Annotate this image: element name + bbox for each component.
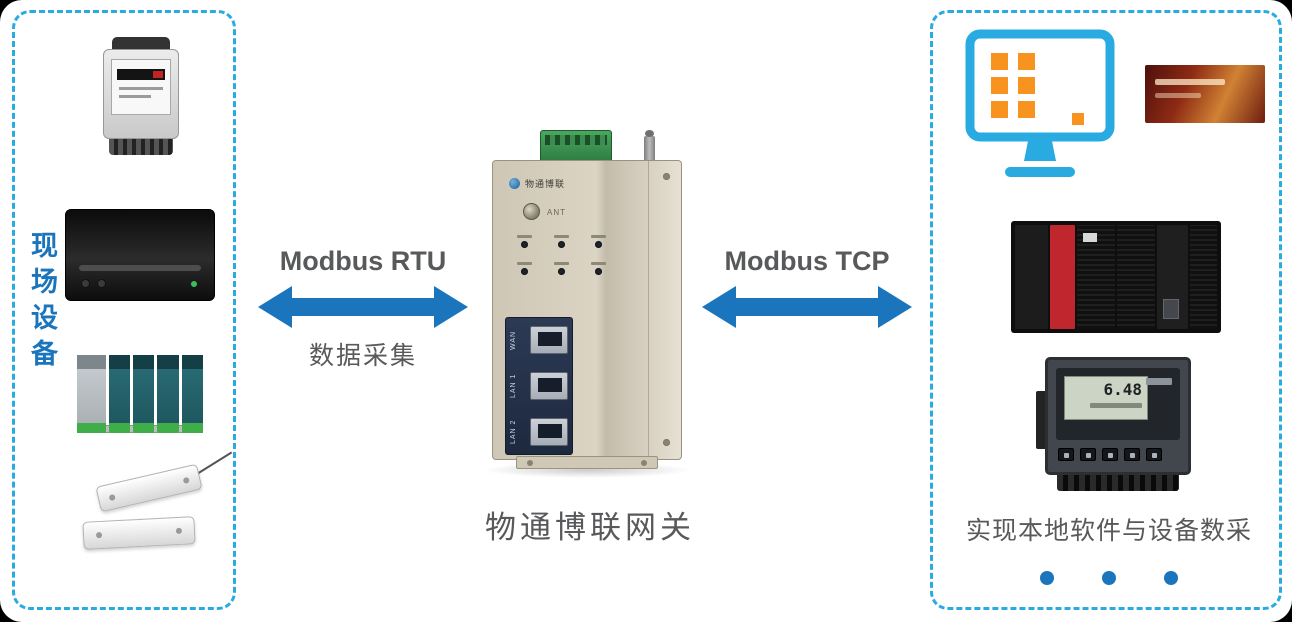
gateway-flange xyxy=(516,456,658,469)
dot xyxy=(1164,571,1178,585)
plc-label-chip xyxy=(1082,233,1097,242)
controller-button xyxy=(1102,448,1118,461)
right-panel-caption: 实现本地软件与设备数采 xyxy=(965,517,1252,545)
dot xyxy=(1102,571,1116,585)
antenna-connector xyxy=(644,130,655,162)
monitor-dashboard-icon xyxy=(965,29,1115,177)
controller-body: 6.48 xyxy=(1045,357,1191,475)
gateway-body: 物通博联 ANT WAN LAN 1 xyxy=(492,160,682,460)
meter-counter-display xyxy=(117,69,165,80)
dvr-body xyxy=(65,209,215,301)
modbus-rtu-label: Modbus RTU xyxy=(279,246,447,276)
gateway-logo: 物通博联 xyxy=(509,177,565,190)
ethernet-port-panel: WAN LAN 1 LAN 2 xyxy=(505,317,573,455)
controller-buttons xyxy=(1058,448,1162,461)
modbus-tcp-label: Modbus TCP xyxy=(724,246,890,276)
controller-button xyxy=(1146,448,1162,461)
plc-module xyxy=(1076,225,1115,329)
plc-power-module xyxy=(77,355,106,433)
ellipsis-dots xyxy=(933,571,1285,585)
rj45-port-icon xyxy=(530,326,568,354)
local-software-panel: 6.48 实现本地软件与设备数采 xyxy=(930,10,1282,610)
siemens-plc-image xyxy=(77,343,204,433)
field-devices-label: 现场设备 xyxy=(27,231,57,375)
led-dot xyxy=(595,241,602,248)
controller-terminal-pins xyxy=(1057,475,1179,491)
plc-module xyxy=(133,355,155,433)
wan-port: WAN xyxy=(510,323,570,357)
double-arrow-icon xyxy=(258,286,468,328)
lcd-display: 6.48 xyxy=(1064,376,1148,420)
screw-icon xyxy=(663,439,670,446)
led-indicator-panel xyxy=(517,235,606,275)
meter-terminal-strip xyxy=(109,139,173,155)
screw-icon xyxy=(663,173,670,180)
controller-reading: 6.48 xyxy=(1103,380,1142,399)
controller-label-tag xyxy=(1146,378,1172,385)
meter-label-line xyxy=(119,95,151,98)
led-dot xyxy=(521,268,528,275)
dvr-disc-slot xyxy=(79,265,201,271)
controller-button xyxy=(1124,448,1140,461)
gateway-device-image: 物通博联 ANT WAN LAN 1 xyxy=(482,130,692,482)
plc-module xyxy=(1190,225,1217,329)
rj45-port-icon xyxy=(530,372,568,400)
led-dot xyxy=(558,241,565,248)
lan2-port-label: LAN 2 xyxy=(510,419,517,445)
plc-connector xyxy=(1163,299,1180,319)
brand-name: 物通博联 xyxy=(525,179,566,189)
magnetic-sensor xyxy=(95,463,203,513)
double-arrow-icon xyxy=(702,286,912,328)
plc-module xyxy=(108,355,131,433)
plc-module xyxy=(1015,225,1048,329)
controller-face: 6.48 xyxy=(1056,368,1180,440)
magnetic-sensor xyxy=(82,516,196,550)
brand-logo-icon xyxy=(509,178,520,189)
dvr-button xyxy=(81,279,90,288)
ant-label: ANT xyxy=(547,208,566,217)
dvr-button xyxy=(97,279,106,288)
gateway-edge xyxy=(648,161,649,459)
led-dot xyxy=(521,241,528,248)
process-controller-image: 6.48 xyxy=(1036,357,1191,499)
field-devices-panel: 现场设备 xyxy=(12,10,236,610)
electric-meter-image xyxy=(99,37,183,159)
led-dot xyxy=(595,268,602,275)
dvr-device-image xyxy=(65,209,215,301)
lan1-port-label: LAN 1 xyxy=(510,373,517,399)
plc-module xyxy=(157,355,179,433)
dvr-led xyxy=(191,281,197,287)
sensor-wire xyxy=(193,451,233,477)
controller-button xyxy=(1080,448,1096,461)
plc-module xyxy=(1157,225,1189,329)
terminal-block xyxy=(540,130,612,164)
wan-port-label: WAN xyxy=(510,330,517,350)
lcd-subline xyxy=(1090,403,1142,408)
rj45-port-icon xyxy=(530,418,568,446)
led-dot xyxy=(558,268,565,275)
plc-module xyxy=(1117,225,1156,329)
gateway-caption: 物通博联网关 xyxy=(485,510,695,545)
data-collection-caption: 数据采集 xyxy=(308,342,417,370)
plc-module xyxy=(181,355,204,433)
lan1-port: LAN 1 xyxy=(510,369,570,403)
mitsubishi-plc-image xyxy=(1011,221,1221,333)
meter-label-line xyxy=(119,87,163,90)
door-sensors-image xyxy=(75,451,233,561)
lan2-port: LAN 2 xyxy=(510,415,570,449)
dot xyxy=(1040,571,1054,585)
plc-module-red xyxy=(1049,225,1075,329)
controller-button xyxy=(1058,448,1074,461)
scada-software-banner-image xyxy=(1145,65,1265,123)
ant-jack-icon xyxy=(523,203,540,220)
